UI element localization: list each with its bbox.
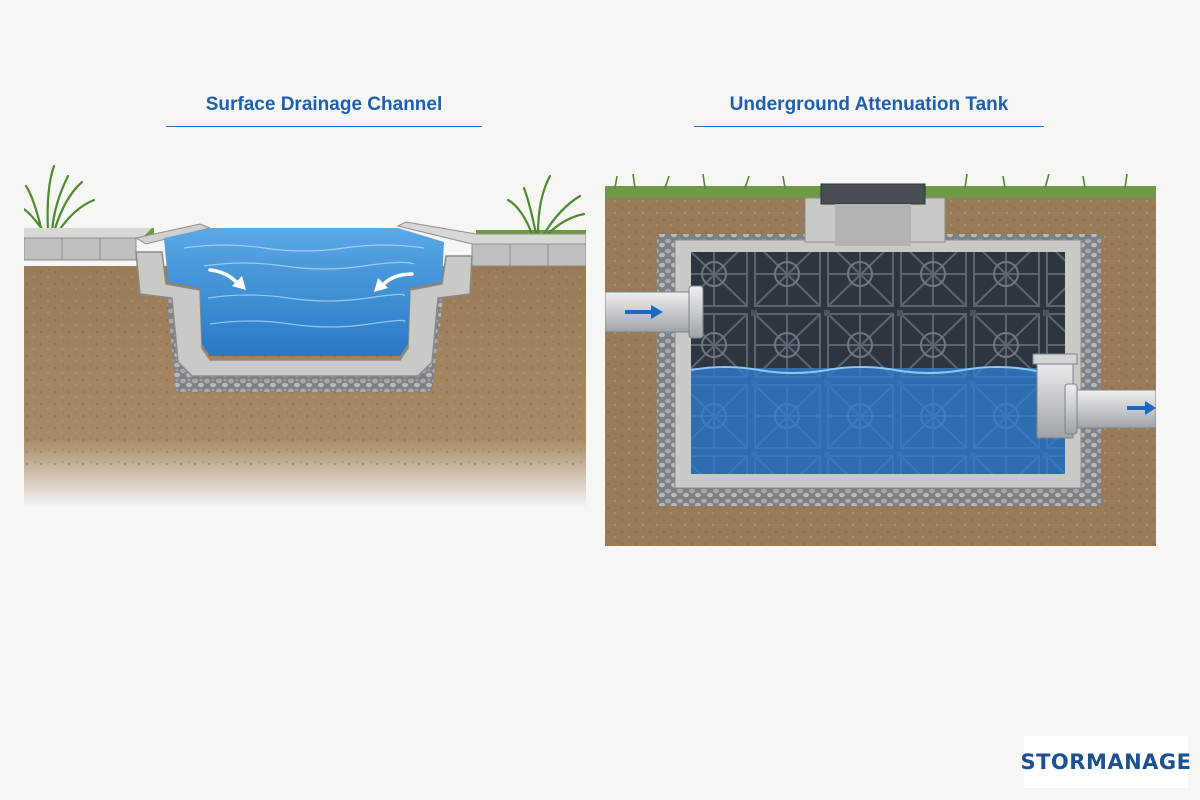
flow-arrow-icon	[208, 268, 246, 290]
outlet-pipe-icon	[1032, 353, 1156, 439]
grass-icon	[24, 164, 96, 234]
tank-water	[691, 368, 1065, 474]
brand-logo: STORMANAGE	[1020, 736, 1191, 788]
attenuation-tank-illustration	[605, 173, 1156, 546]
concrete-channel	[135, 251, 473, 377]
channel-water	[164, 228, 444, 356]
paving-right	[396, 221, 586, 267]
paving-left	[24, 223, 212, 261]
access-cover	[820, 183, 926, 205]
attenuation-tank-title: Underground Attenuation Tank	[694, 94, 1044, 127]
surface-drainage-illustration	[24, 164, 586, 508]
surface-drainage-title: Surface Drainage Channel	[166, 94, 482, 127]
grass-icon	[506, 174, 586, 236]
grass-icon	[614, 173, 1128, 189]
inlet-pipe-icon	[605, 285, 704, 339]
brand-name: STORMANAGE	[1020, 750, 1192, 774]
flow-arrow-icon	[374, 272, 414, 292]
